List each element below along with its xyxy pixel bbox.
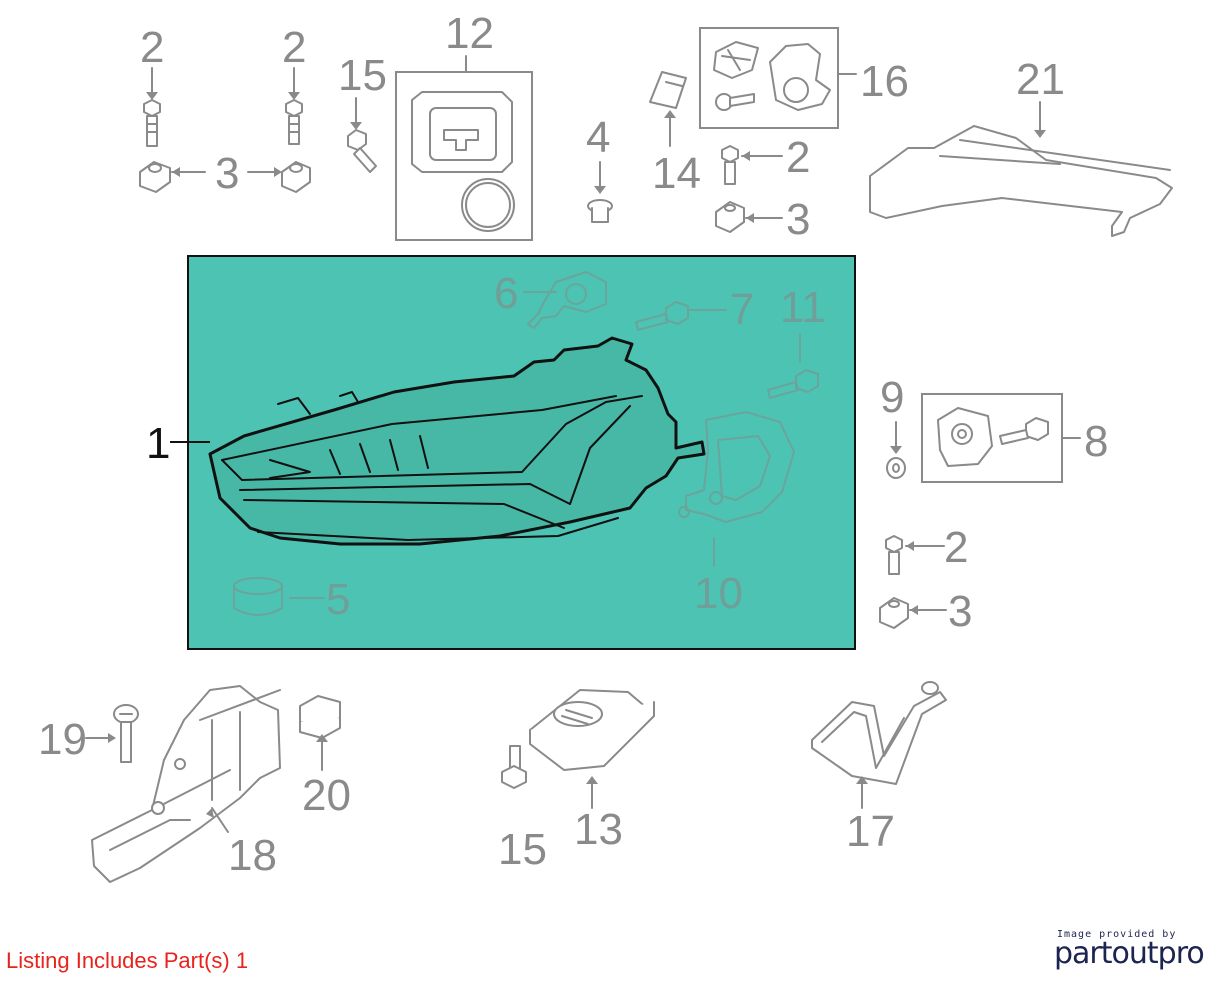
cap-5[interactable] [233,577,283,616]
callout-15a: 15 [338,51,387,100]
mounting-bracket-18[interactable] [91,685,281,883]
callout-10: 10 [694,569,743,618]
credit-caption: Image provided by [1057,929,1177,940]
bolt-2-lower-right[interactable] [885,535,903,575]
bracket-21[interactable] [869,125,1173,237]
box-12 [395,71,533,241]
callout-7: 7 [730,285,754,334]
headlamp-assembly-1[interactable] [208,336,706,546]
callout-17: 17 [846,807,895,856]
callout-16: 16 [860,57,909,106]
bolt-2-upper-right[interactable] [721,145,739,185]
callout-14: 14 [652,149,701,198]
nut-3-lower-right[interactable] [879,597,909,629]
callout-2d: 2 [944,523,968,572]
callout-19: 19 [38,715,87,764]
bulb-socket-6[interactable] [527,271,607,329]
callout-1: 1 [146,419,170,468]
callout-21: 21 [1016,55,1065,104]
screw-7[interactable] [635,301,689,331]
callout-9: 9 [880,373,904,422]
callout-12: 12 [445,9,494,58]
callout-15b: 15 [498,825,547,874]
callout-4: 4 [586,113,610,162]
clip-20[interactable] [299,695,341,739]
hose-17[interactable] [811,681,947,785]
nut-3-upper-right[interactable] [715,201,745,233]
bolt-2-left[interactable] [143,67,161,147]
callout-8: 8 [1084,417,1108,466]
callout-20: 20 [302,771,351,820]
partoutpro-logo: partoutpro [1054,936,1205,971]
screw-11[interactable] [767,369,819,399]
partoutpro-credit: Image provided by partoutpro [1050,926,1210,974]
actuator-kit-16[interactable] [713,41,831,111]
callout-3c: 3 [948,587,972,636]
screw-15-bottom[interactable] [501,745,527,789]
callout-3b: 3 [786,195,810,244]
control-module-13[interactable] [529,689,655,771]
screw-15-top[interactable] [347,129,377,173]
listing-includes-text: Listing Includes Part(s) 1 [6,948,249,973]
nut-3-center[interactable] [281,161,311,193]
clip-4[interactable] [587,199,613,223]
washer-9[interactable] [886,457,906,479]
box-16 [699,27,839,129]
callout-2a: 2 [140,23,164,72]
bracket-14[interactable] [649,71,687,109]
nut-3-left[interactable] [139,161,171,193]
callout-3a: 3 [215,149,239,198]
callout-13: 13 [574,805,623,854]
callout-6: 6 [494,269,518,318]
ballast-module-12[interactable] [411,91,515,232]
bolt-19[interactable] [113,704,139,763]
callout-11: 11 [780,283,826,332]
bolt-2-center[interactable] [285,67,303,145]
motor-8[interactable] [937,407,1049,467]
callout-2c: 2 [786,133,810,182]
bracket-10[interactable] [678,411,795,523]
callout-18: 18 [228,831,277,880]
callout-5: 5 [326,575,350,624]
callout-2b: 2 [282,23,306,72]
